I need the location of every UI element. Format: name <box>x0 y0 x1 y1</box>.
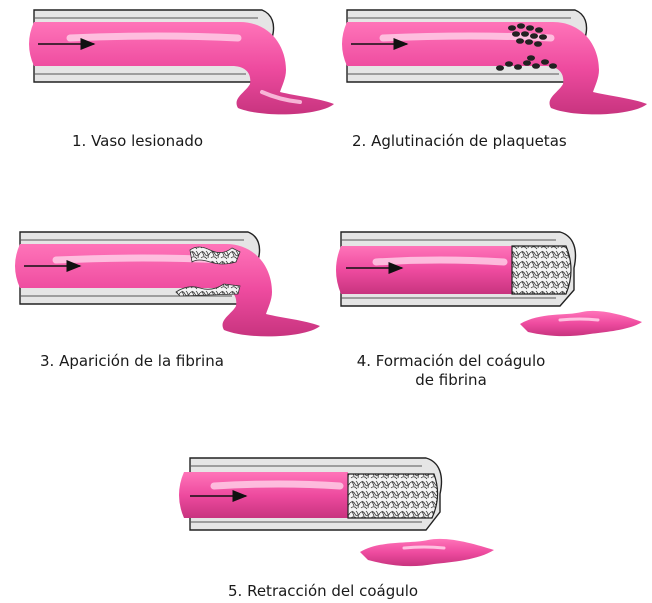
retracted-clot <box>348 474 438 518</box>
caption-panel-4: 4. Formación del coágulo de fibrina <box>344 352 558 390</box>
caption-panel-4-line-1: 4. Formación del coágulo <box>344 352 558 371</box>
blood-pool <box>520 311 642 336</box>
blood-highlight <box>376 260 504 262</box>
caption-panel-4-line-2: de fibrina <box>344 371 558 390</box>
caption-panel-2: 2. Aglutinación de plaquetas <box>352 132 567 151</box>
blood-highlight <box>214 484 340 486</box>
caption-panel-1: 1. Vaso lesionado <box>72 132 203 151</box>
caption-panel-3: 3. Aparición de la fibrina <box>40 352 224 371</box>
blood-highlight <box>70 36 238 38</box>
blood-pool <box>360 539 494 566</box>
blood-highlight <box>560 319 598 320</box>
panel-5-clot-retraction <box>179 458 494 566</box>
blood-stream <box>179 472 348 518</box>
fibrin-clot <box>512 246 571 294</box>
panel-1-damaged-vessel <box>29 10 334 114</box>
panel-2-platelet-aggregation <box>342 10 647 114</box>
caption-panel-5: 5. Retracción del coágulo <box>228 582 418 601</box>
panel-3-fibrin-appearance <box>15 232 320 336</box>
blood-highlight <box>404 547 444 548</box>
blood-stream <box>336 246 512 294</box>
panel-4-fibrin-clot-formation <box>336 232 642 336</box>
